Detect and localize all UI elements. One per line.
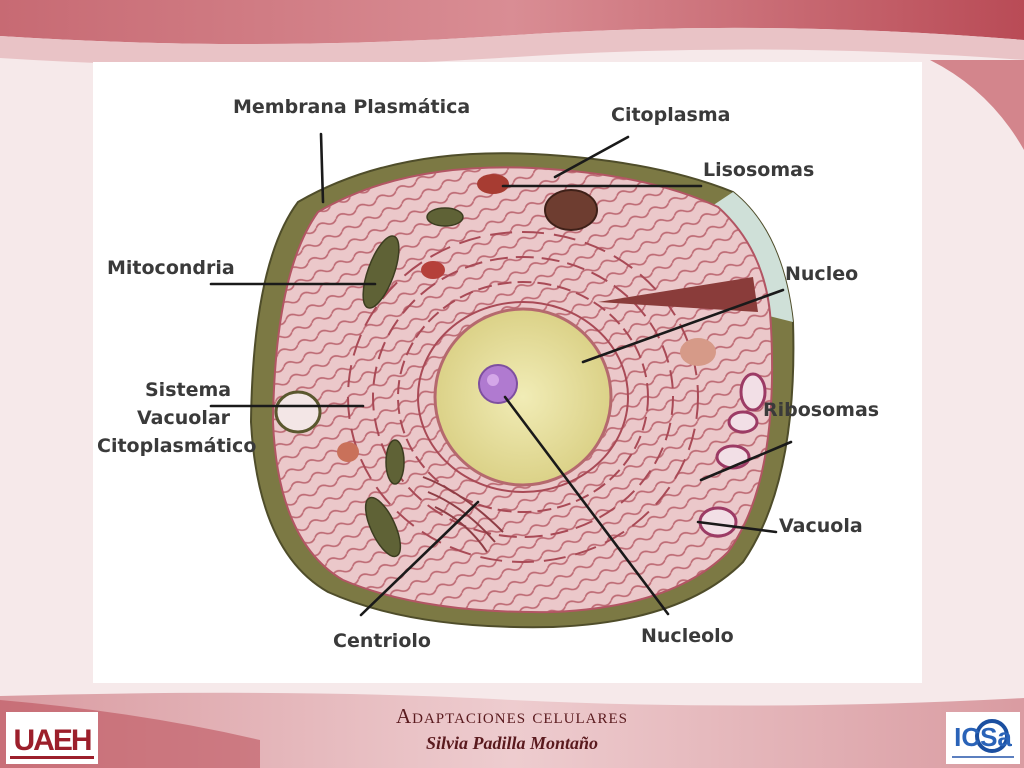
footer-title: Adaptaciones celulares (395, 704, 629, 728)
uaeh-logo-text: UAEH (13, 724, 90, 757)
label-nucleo: Nucleo (785, 263, 858, 285)
lysosome-shapes (337, 174, 716, 462)
icsa-logo: ICSa (946, 712, 1020, 764)
leader-vacuola (696, 520, 778, 534)
footer-author: Silvia Padilla Montaño (425, 733, 599, 753)
label-sistema-2: Vacuolar (137, 407, 231, 429)
label-membrana: Membrana Plasmática (233, 96, 470, 118)
leader-membrana (319, 132, 325, 204)
animal-cell-diagram: Membrana Plasmática Citoplasma Lisosomas… (97, 96, 879, 652)
label-sistema-3: Citoplasmático (97, 435, 256, 457)
mitochondria-shapes (362, 207, 464, 558)
cell-diagram-panel: Membrana Plasmática Citoplasma Lisosomas… (93, 62, 922, 683)
leader-citoplasma (553, 135, 630, 179)
leader-centriolo (359, 500, 480, 617)
icsa-logo-text: ICSa (954, 722, 1012, 752)
label-sistema-1: Sistema (145, 379, 231, 401)
golgi-shape (422, 476, 504, 553)
label-lisosomas: Lisosomas (703, 159, 814, 181)
endoplasmic-reticulum (347, 231, 699, 563)
leader-lines (209, 132, 793, 617)
label-citoplasma: Citoplasma (611, 104, 730, 126)
nucleus-shape (433, 307, 613, 487)
label-vacuola: Vacuola (779, 515, 863, 537)
cut-wedge (598, 277, 758, 312)
label-centriolo: Centriolo (333, 630, 431, 652)
label-nucleolo: Nucleolo (641, 625, 734, 647)
leader-ribosomas (699, 440, 793, 482)
leader-nucleo (581, 288, 785, 364)
label-ribosomas: Ribosomas (763, 399, 879, 421)
uaeh-logo: UAEH (6, 712, 98, 764)
vacuolar-invagination (274, 390, 322, 434)
label-mitocondria: Mitocondria (107, 257, 235, 279)
leader-nucleolo (503, 395, 670, 616)
